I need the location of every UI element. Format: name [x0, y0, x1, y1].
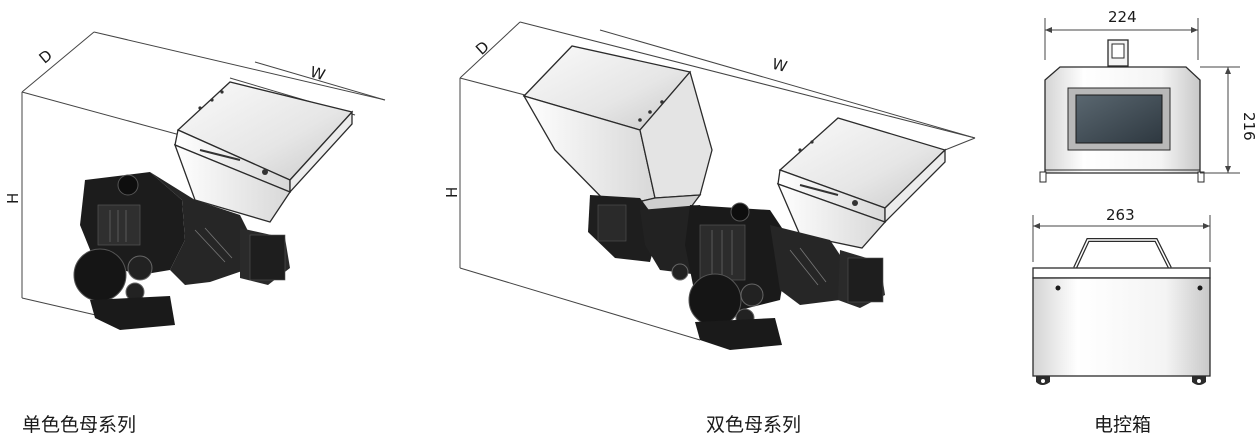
dual-dimension-lines [459, 21, 976, 341]
single-width-label: W [308, 63, 327, 84]
control-box-side-view: 263 [1032, 206, 1211, 385]
single-dimension-lines [21, 31, 386, 317]
dual-right-hopper [776, 117, 947, 249]
caption-control-box: 电控箱 [1094, 414, 1152, 436]
single-depth-label: D [35, 46, 55, 67]
caption-dual-color-series: 双色母系列 [706, 414, 802, 436]
dual-color-unit: D W H [443, 21, 976, 350]
control-box-front-width: 224 [1108, 8, 1137, 26]
single-color-unit: D W H [4, 31, 386, 330]
single-machine-body [73, 172, 290, 330]
control-box-top-width: 263 [1106, 206, 1135, 224]
caption-single-color-series: 单色色母系列 [22, 414, 137, 436]
dual-height-label: H [443, 187, 461, 198]
control-box-front-view: 224 216 [1039, 8, 1258, 183]
single-height-label: H [4, 193, 22, 204]
dual-machine-body [588, 195, 885, 350]
dual-left-hopper [522, 45, 713, 221]
dual-width-label: W [770, 55, 789, 76]
single-hopper [173, 81, 354, 223]
control-box-front-height: 216 [1240, 112, 1258, 141]
dual-depth-label: D [472, 38, 493, 59]
